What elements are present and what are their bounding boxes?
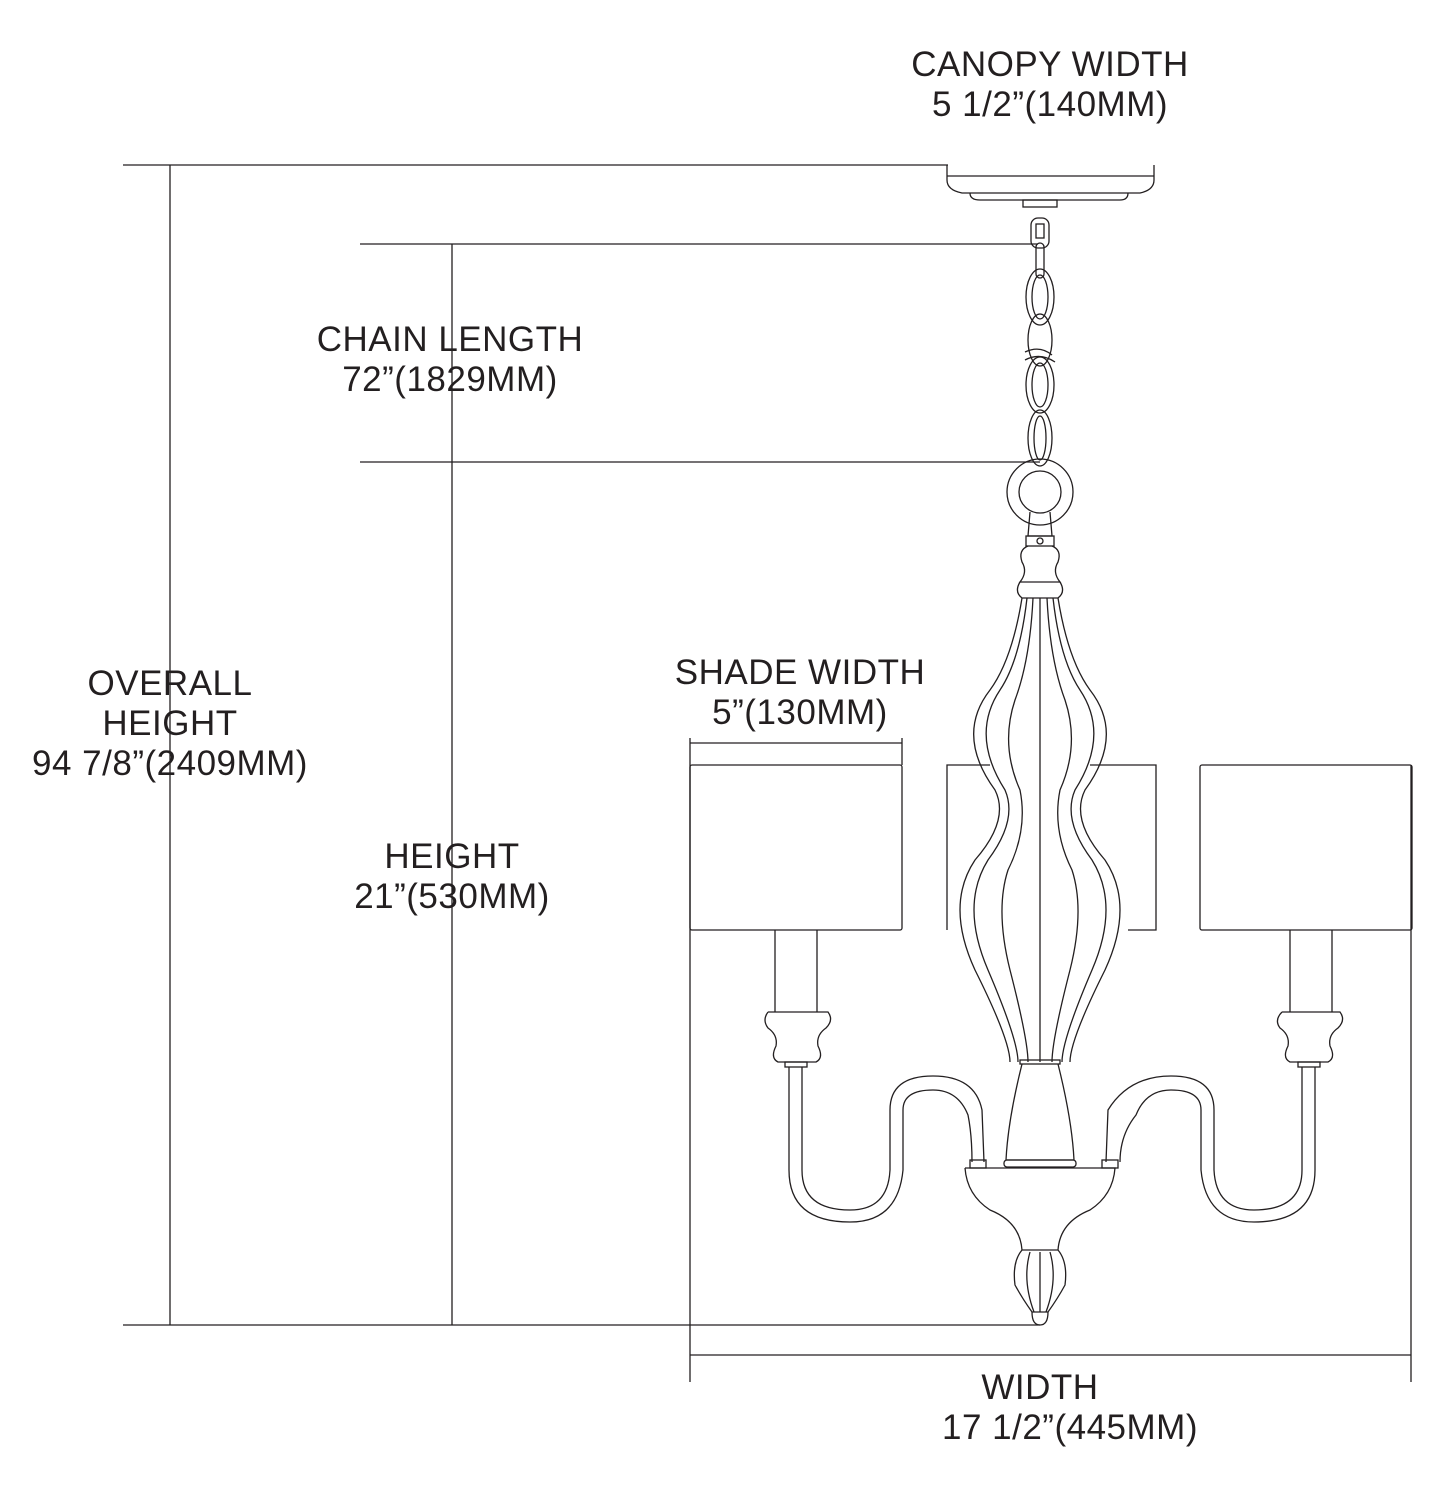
overall-height-title-line2: HEIGHT xyxy=(102,704,238,743)
shade-width-value: 5”(130MM) xyxy=(712,693,888,732)
right-shade xyxy=(1199,764,1413,931)
height-label: HEIGHT 21”(530MM) xyxy=(292,837,612,917)
chain-length-value: 72”(1829MM) xyxy=(342,360,558,399)
canopy-width-value: 5 1/2”(140MM) xyxy=(931,85,1169,124)
height-title: HEIGHT xyxy=(384,837,520,876)
canopy-width-label: CANOPY WIDTH 5 1/2”(140MM) xyxy=(880,45,1220,125)
left-shade xyxy=(689,764,903,931)
shade-width-title: SHADE WIDTH xyxy=(674,653,926,692)
center-shade xyxy=(946,764,1157,931)
chain-length-label: CHAIN LENGTH 72”(1829MM) xyxy=(290,320,610,400)
overall-height-value: 94 7/8”(2409MM) xyxy=(32,744,308,783)
right-arm xyxy=(1101,930,1344,1223)
canopy xyxy=(946,165,1155,208)
shade-width-label: SHADE WIDTH 5”(130MM) xyxy=(640,653,960,733)
width-value: 17 1/2”(445MM) xyxy=(942,1408,1198,1447)
height-value: 21”(530MM) xyxy=(354,877,550,916)
left-arm xyxy=(764,930,987,1223)
overall-height-dimension-lines xyxy=(123,164,1040,1326)
chain-length-dimension-lines xyxy=(360,243,1040,1325)
overall-height-title-line1: OVERALL xyxy=(87,664,253,703)
shades xyxy=(689,764,1413,931)
chain-length-title: CHAIN LENGTH xyxy=(316,320,584,359)
width-title: WIDTH xyxy=(981,1368,1099,1407)
overall-height-label: OVERALL HEIGHT 94 7/8”(2409MM) xyxy=(10,664,330,784)
chain xyxy=(1006,217,1074,526)
center-column xyxy=(959,511,1121,1326)
shade-width-dimension-lines xyxy=(690,738,903,765)
width-label: WIDTH 17 1/2”(445MM) xyxy=(910,1368,1230,1448)
canopy-width-title: CANOPY WIDTH xyxy=(911,45,1189,84)
